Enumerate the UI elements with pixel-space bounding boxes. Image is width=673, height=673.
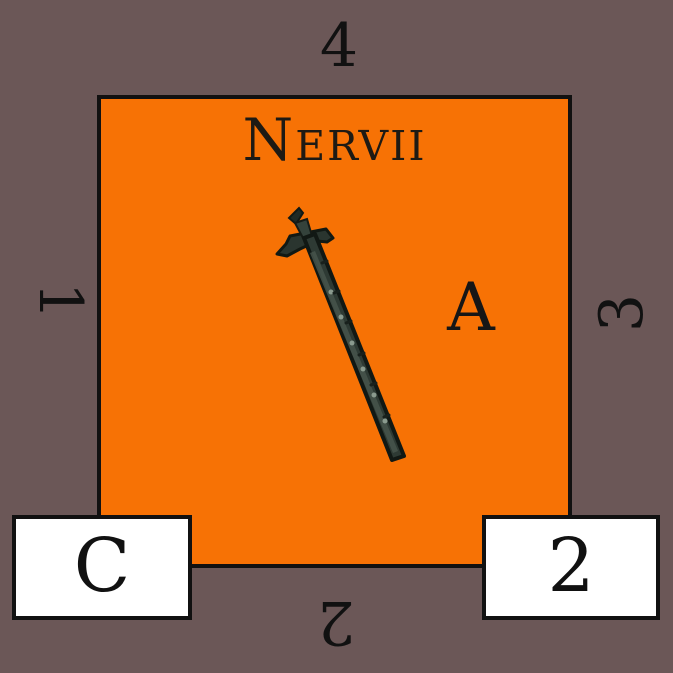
top-edge-number: 4 xyxy=(319,11,359,81)
war-hammer-icon xyxy=(275,206,406,462)
left-edge-number: 1 xyxy=(25,281,95,321)
right-edge-number: 3 xyxy=(587,293,657,333)
nervii-unit-card[interactable]: Nervii A xyxy=(97,95,572,568)
bottom-edge-number: 2 xyxy=(316,587,356,657)
left-corner-marker[interactable]: C xyxy=(12,515,192,620)
right-corner-marker[interactable]: 2 xyxy=(482,515,660,620)
card-letter: A xyxy=(447,269,495,346)
card-title: Nervii xyxy=(242,111,427,169)
